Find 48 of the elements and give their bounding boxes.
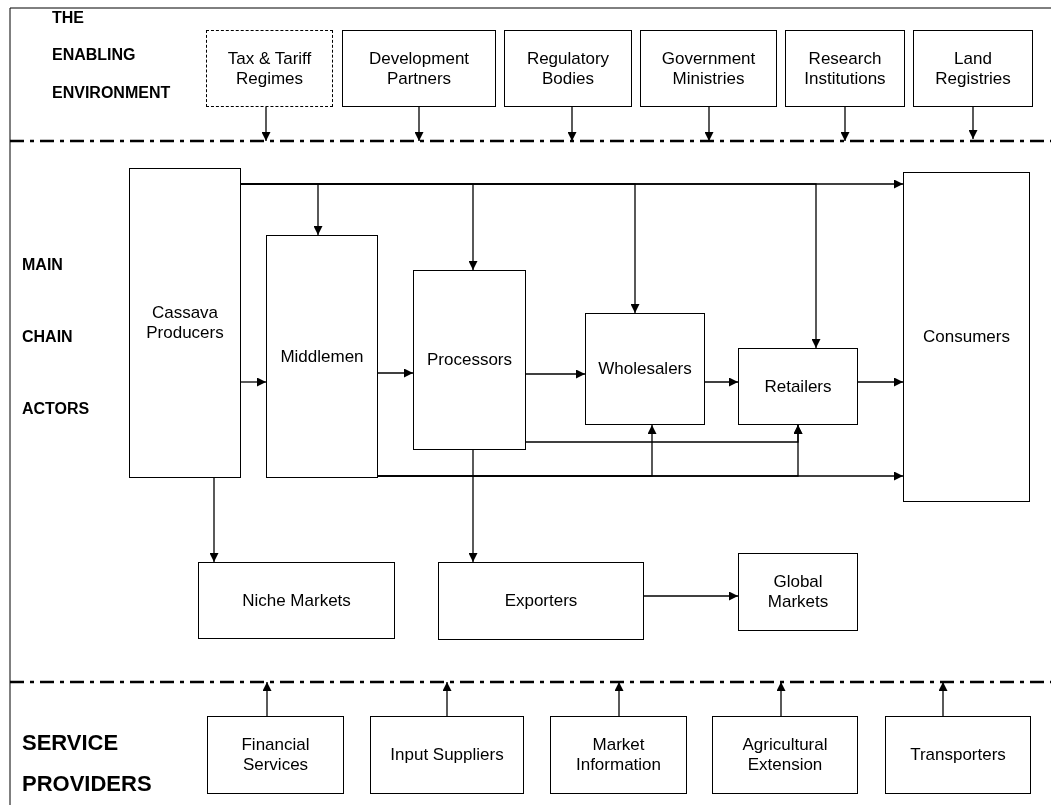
section-label: SERVICE — [22, 730, 119, 756]
actor-box: Input Suppliers — [370, 716, 524, 794]
arrow — [614, 681, 624, 717]
actor-box: Wholesalers — [585, 313, 705, 425]
actor-box: Development Partners — [342, 30, 496, 107]
actor-box: Transporters — [885, 716, 1031, 794]
arrow — [938, 681, 948, 717]
actor-box: Consumers — [903, 172, 1030, 502]
actor-box: Research Institutions — [785, 30, 905, 107]
arrow — [776, 681, 786, 717]
actor-box: Regulatory Bodies — [504, 30, 632, 107]
arrow — [643, 591, 739, 601]
actor-box: Government Ministries — [640, 30, 777, 107]
section-label: ENABLING — [52, 46, 136, 64]
actor-box: Exporters — [438, 562, 644, 640]
arrow — [262, 681, 272, 717]
arrow — [240, 377, 267, 387]
arrow — [377, 424, 803, 477]
section-label: PROVIDERS — [22, 771, 152, 797]
arrow — [468, 449, 478, 563]
arrow — [442, 681, 452, 717]
arrow — [377, 368, 414, 378]
arrow — [857, 377, 904, 387]
arrow — [567, 106, 577, 142]
arrow — [840, 106, 850, 142]
actor-box: Processors — [413, 270, 526, 450]
arrow — [704, 377, 739, 387]
arrow — [414, 106, 424, 142]
actor-box: Global Markets — [738, 553, 858, 631]
section-label: ACTORS — [22, 400, 90, 418]
actor-box: Financial Services — [207, 716, 344, 794]
arrow — [704, 106, 714, 142]
arrow — [968, 106, 978, 140]
section-label: MAIN — [22, 256, 63, 274]
actor-box: Middlemen — [266, 235, 378, 478]
arrow — [525, 369, 586, 379]
section-label: CHAIN — [22, 328, 73, 346]
actor-box: Land Registries — [913, 30, 1033, 107]
actor-box: Niche Markets — [198, 562, 395, 639]
section-label: THE — [52, 9, 84, 27]
arrow — [209, 477, 219, 563]
actor-box: Cassava Producers — [129, 168, 241, 478]
section-label: ENVIRONMENT — [52, 84, 171, 102]
actor-box: Tax & Tariff Regimes — [206, 30, 333, 107]
actor-box: Market Information — [550, 716, 687, 794]
actor-box: Agricultural Extension — [712, 716, 858, 794]
arrow — [261, 106, 271, 142]
actor-box: Retailers — [738, 348, 858, 425]
